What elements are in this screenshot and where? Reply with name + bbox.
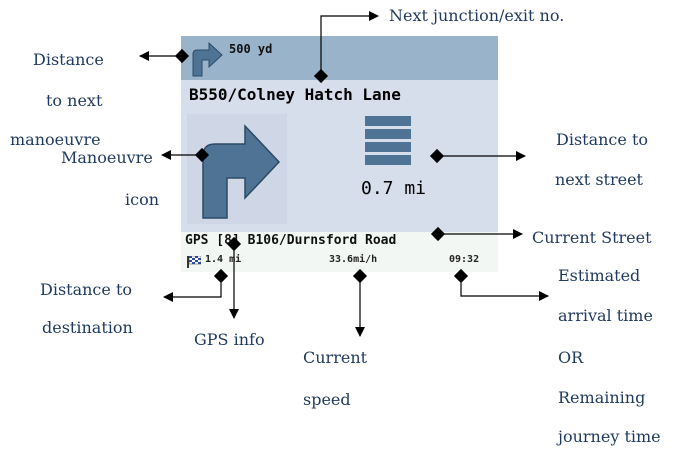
trip-info-row: 1.4 mi 33.6mi/h 09:32 bbox=[181, 253, 498, 269]
label-distance-manoeuvre-2: to next bbox=[46, 91, 103, 110]
next-turn-bar: 500 yd bbox=[181, 36, 498, 80]
distance-to-next-street: 0.7 mi bbox=[361, 178, 427, 199]
label-distance-manoeuvre-1: Distance bbox=[33, 50, 104, 69]
arrival-time: 09:32 bbox=[449, 254, 480, 265]
marker-distance-destination bbox=[213, 268, 229, 284]
label-arrival-3: OR bbox=[558, 348, 584, 367]
label-arrival-4: Remaining bbox=[558, 388, 646, 407]
manoeuvre-icon-box bbox=[187, 114, 287, 224]
marker-gps-info bbox=[226, 236, 242, 252]
label-current-street: Current Street bbox=[532, 228, 652, 247]
distance-to-destination: 1.4 mi bbox=[205, 254, 242, 265]
marker-manoeuvre-icon bbox=[194, 147, 210, 163]
label-distance-destination-2: destination bbox=[42, 318, 133, 337]
current-speed: 33.6mi/h bbox=[329, 254, 378, 265]
navigation-screen: 500 yd B550/Colney Hatch Lane 0.7 mi GPS… bbox=[181, 36, 498, 272]
connector-distance-destination bbox=[163, 276, 222, 302]
junction-exit-number-icon bbox=[365, 116, 411, 165]
label-distance-street-1: Distance to bbox=[556, 130, 649, 149]
next-turn-distance: 500 yd bbox=[229, 42, 273, 56]
marker-current-speed bbox=[352, 268, 368, 284]
main-panel: B550/Colney Hatch Lane 0.7 mi bbox=[181, 80, 498, 232]
marker-arrival-time bbox=[453, 268, 469, 284]
label-gps-info: GPS info bbox=[194, 330, 265, 349]
marker-next-junction bbox=[313, 68, 329, 84]
marker-distance-manoeuvre bbox=[174, 48, 190, 64]
connector-next-junction bbox=[320, 11, 379, 76]
label-arrival-1: Estimated bbox=[558, 266, 641, 285]
label-next-junction: Next junction/exit no. bbox=[389, 6, 565, 25]
next-street-name: B550/Colney Hatch Lane bbox=[189, 85, 401, 104]
label-current-speed-2: speed bbox=[303, 390, 351, 409]
label-arrival-2: arrival time bbox=[558, 306, 653, 325]
marker-current-street bbox=[430, 226, 446, 242]
marker-distance-street bbox=[429, 148, 445, 164]
label-current-speed-1: Current bbox=[303, 348, 368, 367]
label-distance-street-2: next street bbox=[555, 170, 643, 189]
label-manoeuvre-icon-2: icon bbox=[125, 190, 160, 209]
connector-arrival-time bbox=[460, 276, 549, 301]
checkered-flag-icon bbox=[187, 256, 201, 268]
small-turn-right-icon bbox=[192, 41, 223, 77]
label-distance-destination-1: Distance to bbox=[40, 280, 133, 299]
label-manoeuvre-icon-1: Manoeuvre bbox=[61, 148, 153, 167]
label-arrival-5: journey time bbox=[558, 427, 661, 446]
label-distance-manoeuvre-3: manoeuvre bbox=[10, 130, 101, 149]
